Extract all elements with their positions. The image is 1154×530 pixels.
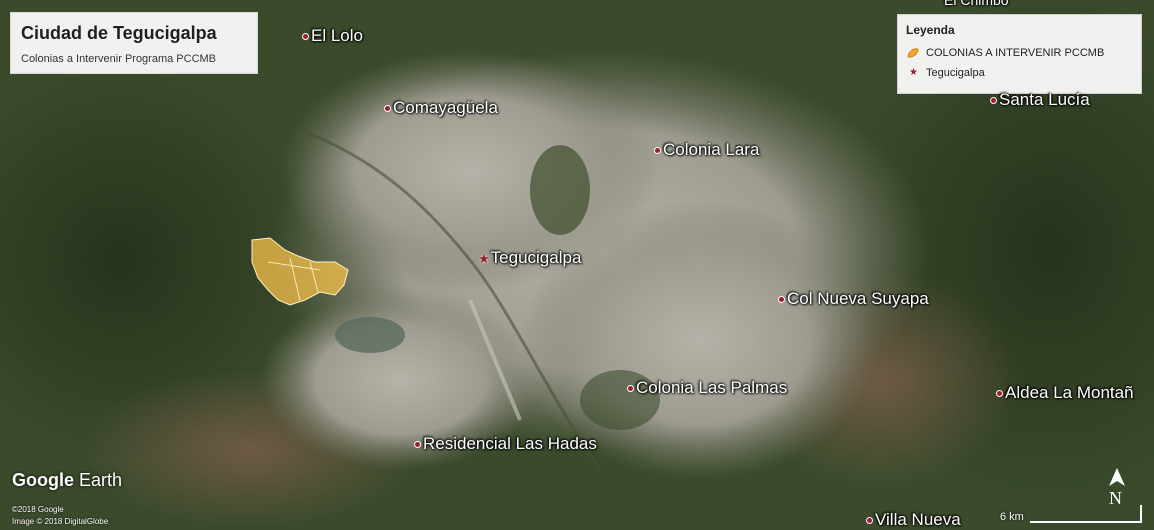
map-title-box: Ciudad de Tegucigalpa Colonias a Interve… xyxy=(10,12,258,74)
copyright-imagery: Image © 2018 DigitalGlobe xyxy=(12,517,109,526)
place-label: El Chimbo xyxy=(944,0,1009,8)
location-pin-icon xyxy=(996,389,1003,397)
place-tegucigalpa[interactable]: ★ Tegucigalpa xyxy=(478,248,581,268)
north-letter: N xyxy=(1109,488,1122,508)
location-pin-icon xyxy=(627,384,634,392)
legend-item-label: Tegucigalpa xyxy=(925,67,985,79)
place-aldea-la-montana[interactable]: Aldea La Montañ xyxy=(996,383,1134,403)
place-label: Col Nueva Suyapa xyxy=(787,289,929,308)
place-label: Colonia Lara xyxy=(663,140,760,159)
legend-item-tegucigalpa: ★ Tegucigalpa xyxy=(906,67,985,79)
legend-title: Leyenda xyxy=(906,23,955,37)
map-subtitle: Colonias a Intervenir Programa PCCMB xyxy=(21,53,217,65)
scale-bar xyxy=(1030,505,1142,523)
place-label: Colonia Las Palmas xyxy=(636,378,788,397)
scale-label: 6 km xyxy=(1000,511,1024,523)
google-earth-logo: Google Earth xyxy=(12,470,122,491)
location-pin-icon xyxy=(302,32,309,40)
place-label: Aldea La Montañ xyxy=(1005,383,1134,402)
place-comayaguela[interactable]: Comayagüela xyxy=(384,98,498,118)
logo-word-google: Google xyxy=(12,470,74,490)
place-label: El Lolo xyxy=(311,26,363,45)
location-pin-icon xyxy=(414,440,421,448)
legend-item-colonias: COLONIAS A INTERVENIR PCCMB xyxy=(906,47,1104,59)
place-label: Tegucigalpa xyxy=(490,248,582,267)
place-colonia-lara[interactable]: Colonia Lara xyxy=(654,140,759,160)
star-icon: ★ xyxy=(909,67,918,78)
legend-panel: Leyenda COLONIAS A INTERVENIR PCCMB ★ Te… xyxy=(897,14,1142,94)
place-santa-lucia[interactable]: Santa Lucía xyxy=(990,90,1090,110)
place-label: Villa Nueva xyxy=(875,510,961,529)
copyright-google: ©2018 Google xyxy=(12,505,64,514)
place-colonia-las-palmas[interactable]: Colonia Las Palmas xyxy=(627,378,787,398)
logo-word-earth: Earth xyxy=(79,470,123,490)
place-label: Residencial Las Hadas xyxy=(423,434,597,453)
legend-item-label: COLONIAS A INTERVENIR PCCMB xyxy=(926,47,1105,59)
place-el-chimbo[interactable]: El Chimbo xyxy=(944,0,1009,8)
place-villa-nueva[interactable]: Villa Nueva xyxy=(866,510,961,530)
intervention-area[interactable] xyxy=(251,237,349,306)
north-arrow: N xyxy=(1103,466,1133,516)
location-pin-icon xyxy=(778,295,785,303)
star-icon: ★ xyxy=(478,250,490,266)
place-residencial-las-hadas[interactable]: Residencial Las Hadas xyxy=(414,434,597,454)
polygon-icon xyxy=(907,48,919,58)
north-arrow-icon xyxy=(1109,468,1125,486)
map-title: Ciudad de Tegucigalpa xyxy=(21,23,217,43)
location-pin-icon xyxy=(654,146,661,154)
place-el-lolo[interactable]: El Lolo xyxy=(302,26,363,46)
location-pin-icon xyxy=(866,516,873,524)
location-pin-icon xyxy=(990,96,997,104)
place-label: Santa Lucía xyxy=(999,90,1090,109)
place-label: Comayagüela xyxy=(393,98,498,117)
location-pin-icon xyxy=(384,104,391,112)
place-col-nueva-suyapa[interactable]: Col Nueva Suyapa xyxy=(778,289,929,309)
